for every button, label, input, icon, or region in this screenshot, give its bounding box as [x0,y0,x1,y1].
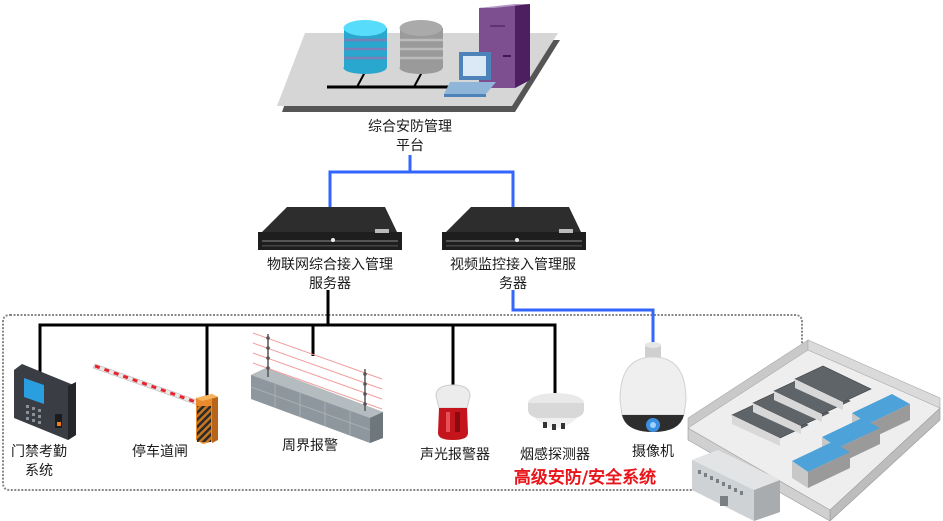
iot-server-icon [258,207,402,250]
iot-server-label: 物联网综合接入管理 服务器 [250,256,410,294]
access-control-terminal-icon [14,364,76,440]
network-links [328,155,655,345]
database-icon [343,20,387,74]
computer-icon [444,52,496,97]
security-group-border [2,314,803,491]
smoke-detector-label: 烟感探测器 [510,446,600,465]
video-server-icon [442,207,586,250]
access-control-label-line1: 门禁考勤 [11,444,67,460]
device-bus [38,290,557,396]
video-server-label-line2: 务器 [499,276,527,292]
parking-barrier-label-text: 停车道闸 [132,444,188,460]
platform-label-line2: 平台 [396,138,424,154]
perimeter-fence-icon [250,332,383,443]
iot-server-label-line1: 物联网综合接入管理 [267,257,393,273]
strobe-siren-label: 声光报警器 [410,446,500,465]
strobe-siren-icon [435,384,471,440]
dome-camera-icon [619,342,687,432]
camera-label: 摄像机 [618,443,688,462]
management-platform-icon [277,4,560,112]
platform-label-line1: 综合安防管理 [368,119,452,135]
security-group-title: 高级安防/安全系统 [513,468,657,488]
video-server-label: 视频监控接入管理服 务器 [432,256,594,294]
access-control-label-line2: 系统 [25,463,53,479]
video-server-label-line1: 视频监控接入管理服 [450,257,576,273]
strobe-siren-label-text: 声光报警器 [420,447,490,463]
platform-label: 综合安防管理 平台 [340,118,480,156]
server-tower-icon [479,4,530,88]
parking-barrier-icon [92,363,218,444]
parking-barrier-label: 停车道闸 [120,443,200,462]
database-icon [399,20,443,74]
camera-label-text: 摄像机 [632,444,674,460]
facility-compound-icon [687,339,941,521]
access-control-label: 门禁考勤 系统 [5,443,73,481]
smoke-detector-icon [528,393,584,430]
smoke-detector-label-text: 烟感探测器 [520,447,590,463]
perimeter-alarm-label: 周界报警 [270,437,350,456]
iot-server-label-line2: 服务器 [309,276,351,292]
perimeter-alarm-label-text: 周界报警 [282,438,338,454]
